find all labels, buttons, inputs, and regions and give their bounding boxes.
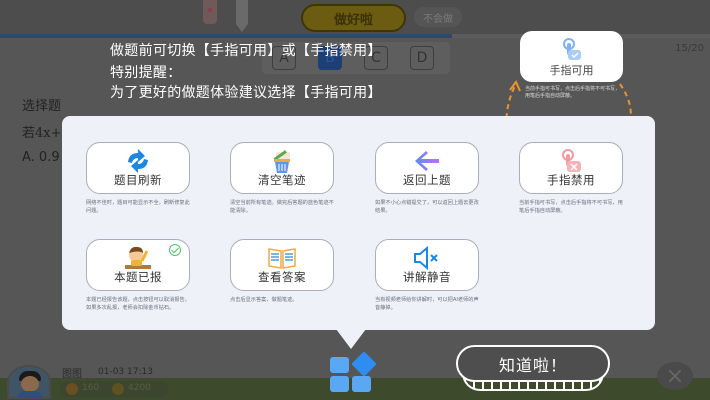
refresh-label: 题目刷新 (114, 173, 162, 187)
reported-button[interactable]: 本题已报 (86, 239, 190, 291)
user-name: 图图 (62, 369, 82, 380)
option-d[interactable]: D (410, 46, 434, 70)
finger-enabled-toggle[interactable]: 手指可用 (520, 31, 623, 82)
option-a[interactable]: A (272, 46, 296, 70)
clear-ink-description: 清空当前所有笔迹。做完后答题的蓝色笔迹不能清除。 (230, 200, 334, 214)
panel-pointer (336, 329, 366, 349)
eraser-tool-icon[interactable] (203, 0, 217, 24)
back-button[interactable]: 返回上题 (375, 142, 479, 194)
tools-menu-icon[interactable] (330, 351, 378, 394)
question-text: 若4x+ (22, 126, 62, 141)
diamond-icon (66, 383, 78, 395)
tool-answer: 查看答案 点击后显示答案，做题笔迹。 (230, 239, 334, 305)
view-answer-button[interactable]: 查看答案 (230, 239, 334, 291)
refresh-description: 网络不佳时，题目可能显示不全，刷新修复此问题。 (86, 200, 190, 214)
book-icon (268, 248, 296, 269)
option-b[interactable]: B (318, 46, 342, 70)
finger-disable-description: 当前手指可书写，点击后手指将不可书写，用笔后手指自动屏蔽。 (519, 200, 623, 214)
option-c[interactable]: C (364, 46, 388, 70)
finger-enabled-icon (563, 38, 581, 60)
diamond-count: 160 (82, 383, 100, 393)
user-time: 01-03 17:13 (98, 367, 153, 377)
page-counter: 15/20 (675, 43, 704, 54)
finger-disable-label: 手指禁用 (547, 173, 595, 187)
finger-disable-button[interactable]: 手指禁用 (519, 142, 623, 194)
mute-icon (414, 245, 438, 271)
tool-refresh: 题目刷新 网络不佳时，题目可能显示不全，刷新修复此问题。 (86, 142, 190, 215)
coin-icon (112, 383, 124, 395)
got-it-button[interactable]: 知道啦！ (456, 345, 610, 391)
reported-icon (125, 246, 151, 269)
finger-enabled-label: 手指可用 (549, 64, 594, 77)
mute-label: 讲解静音 (403, 270, 451, 284)
tip-line-2: 特别提醒： (110, 65, 182, 81)
view-answer-description: 点击后显示答案，做题笔迹。 (230, 297, 298, 303)
coin-count: 4200 (128, 383, 151, 393)
tool-reported: 本题已报 本题已经报告该题，点击按钮可以取消报告。如果多次乱报，老师会扣除金币钻… (86, 239, 190, 312)
question-option-a: A. 0.9 (22, 150, 60, 165)
tool-finger-disable: 手指禁用 当前手指可书写，点击后手指将不可书写，用笔后手指自动屏蔽。 (519, 142, 623, 215)
user-stats: 160 4200 (60, 381, 168, 397)
refresh-icon (128, 149, 148, 173)
reported-description: 本题已经报告该题，点击按钮可以取消报告。如果多次乱报，老师会扣除金币钻石。 (86, 297, 190, 311)
pen-tool-icon[interactable] (236, 0, 248, 32)
progress-fill (0, 34, 452, 38)
mute-description: 当有视频老师给你讲解时，可以把AI老师的声音静掉。 (375, 297, 479, 311)
tip-line-3: 为了更好的做题体验建议选择【手指可用】 (110, 85, 382, 101)
finger-disabled-icon (562, 149, 581, 172)
finger-enabled-description: 当前手指可书写，点击后手指将不可书写，用笔后手指自动屏蔽。 (525, 86, 621, 99)
clear-ink-label: 清空笔迹 (258, 173, 306, 187)
mute-button[interactable]: 讲解静音 (375, 239, 479, 291)
answer-options: A B C D (262, 42, 450, 74)
checked-icon (169, 244, 181, 256)
tool-clear: 清空笔迹 清空当前所有笔迹。做完后答题的蓝色笔迹不能清除。 (230, 142, 334, 215)
cant-do-button[interactable]: 不会做 (414, 7, 462, 27)
question-type: 选择题 (22, 99, 62, 114)
view-answer-label: 查看答案 (258, 270, 306, 284)
close-icon[interactable]: × (657, 362, 693, 390)
tip-line-1: 做题前可切换【手指可用】或【手指禁用】 (110, 43, 382, 59)
clear-ink-button[interactable]: 清空笔迹 (230, 142, 334, 194)
refresh-button[interactable]: 题目刷新 (86, 142, 190, 194)
back-arrow-icon (415, 151, 439, 171)
tool-mute: 讲解静音 当有视频老师给你讲解时，可以把AI老师的声音静掉。 (375, 239, 479, 312)
back-description: 如果不小心点错提交了，可以返回上题去更改结果。 (375, 200, 479, 214)
got-it-label: 知道啦！ (456, 345, 610, 382)
reported-label: 本题已报 (114, 270, 162, 284)
progress-bar (0, 34, 710, 38)
avatar[interactable] (7, 365, 51, 399)
done-button[interactable]: 做好啦 (301, 4, 406, 32)
tool-back: 返回上题 如果不小心点错提交了，可以返回上题去更改结果。 (375, 142, 479, 215)
trash-icon (273, 150, 290, 173)
back-label: 返回上题 (403, 173, 451, 187)
